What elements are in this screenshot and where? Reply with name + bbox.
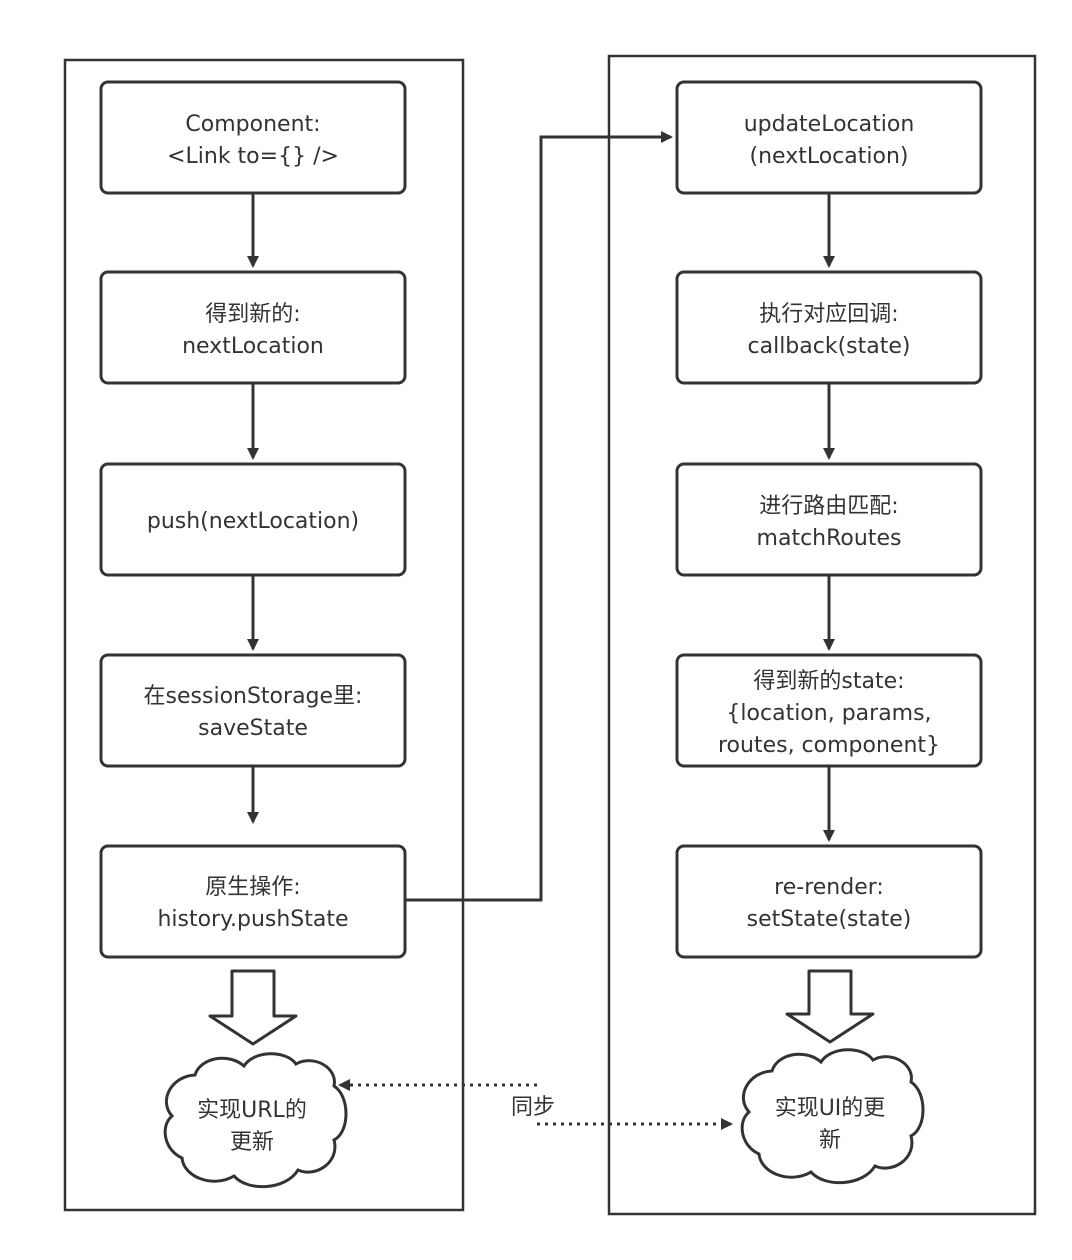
right-box-4-line-3: routes, component}: [718, 733, 940, 758]
right-box-2-line-1: 执行对应回调:: [759, 302, 898, 327]
left-cloud-line-2: 更新: [230, 1130, 274, 1155]
right-cloud: [740, 1048, 925, 1185]
left-container: [63, 58, 465, 1212]
right-box-4-line-2: {location, params,: [726, 701, 931, 726]
right-box-2: [675, 270, 983, 385]
right-box-1-line-1: updateLocation: [744, 112, 915, 137]
right-hollow-arrow: [785, 969, 875, 1044]
right-box-3-line-1: 进行路由匹配:: [759, 494, 898, 519]
left-box-5: [99, 844, 407, 959]
right-cloud-line-1: 实现UI的更: [775, 1096, 886, 1121]
right-box-3: [675, 462, 983, 577]
left-box-4-line-1: 在sessionStorage里:: [144, 684, 363, 709]
left-hollow-arrow: [208, 969, 298, 1046]
right-container: [607, 54, 1037, 1216]
left-box-1: [99, 80, 407, 195]
left-box-3-line-1: push(nextLocation): [147, 509, 359, 534]
right-box-5-line-2: setState(state): [747, 907, 912, 932]
left-box-2-line-2: nextLocation: [182, 334, 324, 359]
right-box-4-line-1: 得到新的state:: [753, 669, 904, 694]
left-box-1-line-1: Component:: [185, 112, 320, 137]
left-box-2-line-1: 得到新的:: [205, 302, 300, 327]
right-box-1-line-2: (nextLocation): [750, 144, 909, 169]
right-box-3-line-2: matchRoutes: [757, 526, 902, 551]
right-box-5: [675, 844, 983, 959]
right-box-2-line-2: callback(state): [748, 334, 911, 359]
left-box-5-line-1: 原生操作:: [205, 875, 300, 900]
left-cloud: [163, 1052, 348, 1189]
right-box-4: [675, 653, 983, 768]
sync-label: 同步: [511, 1095, 555, 1120]
left-box-1-line-2: <Link to={} />: [167, 144, 339, 169]
left-cloud-line-1: 实现URL的: [197, 1098, 307, 1123]
right-cloud-line-2: 新: [819, 1128, 841, 1153]
left-box-5-line-2: history.pushState: [157, 907, 348, 932]
left-box-4-line-2: saveState: [198, 716, 308, 741]
right-box-5-line-1: re-render:: [774, 875, 884, 900]
left-box-4: [99, 653, 407, 768]
left-box-2: [99, 270, 407, 385]
right-box-1: [675, 80, 983, 195]
connector-arrow: [406, 131, 673, 902]
left-box-3: [99, 462, 407, 577]
